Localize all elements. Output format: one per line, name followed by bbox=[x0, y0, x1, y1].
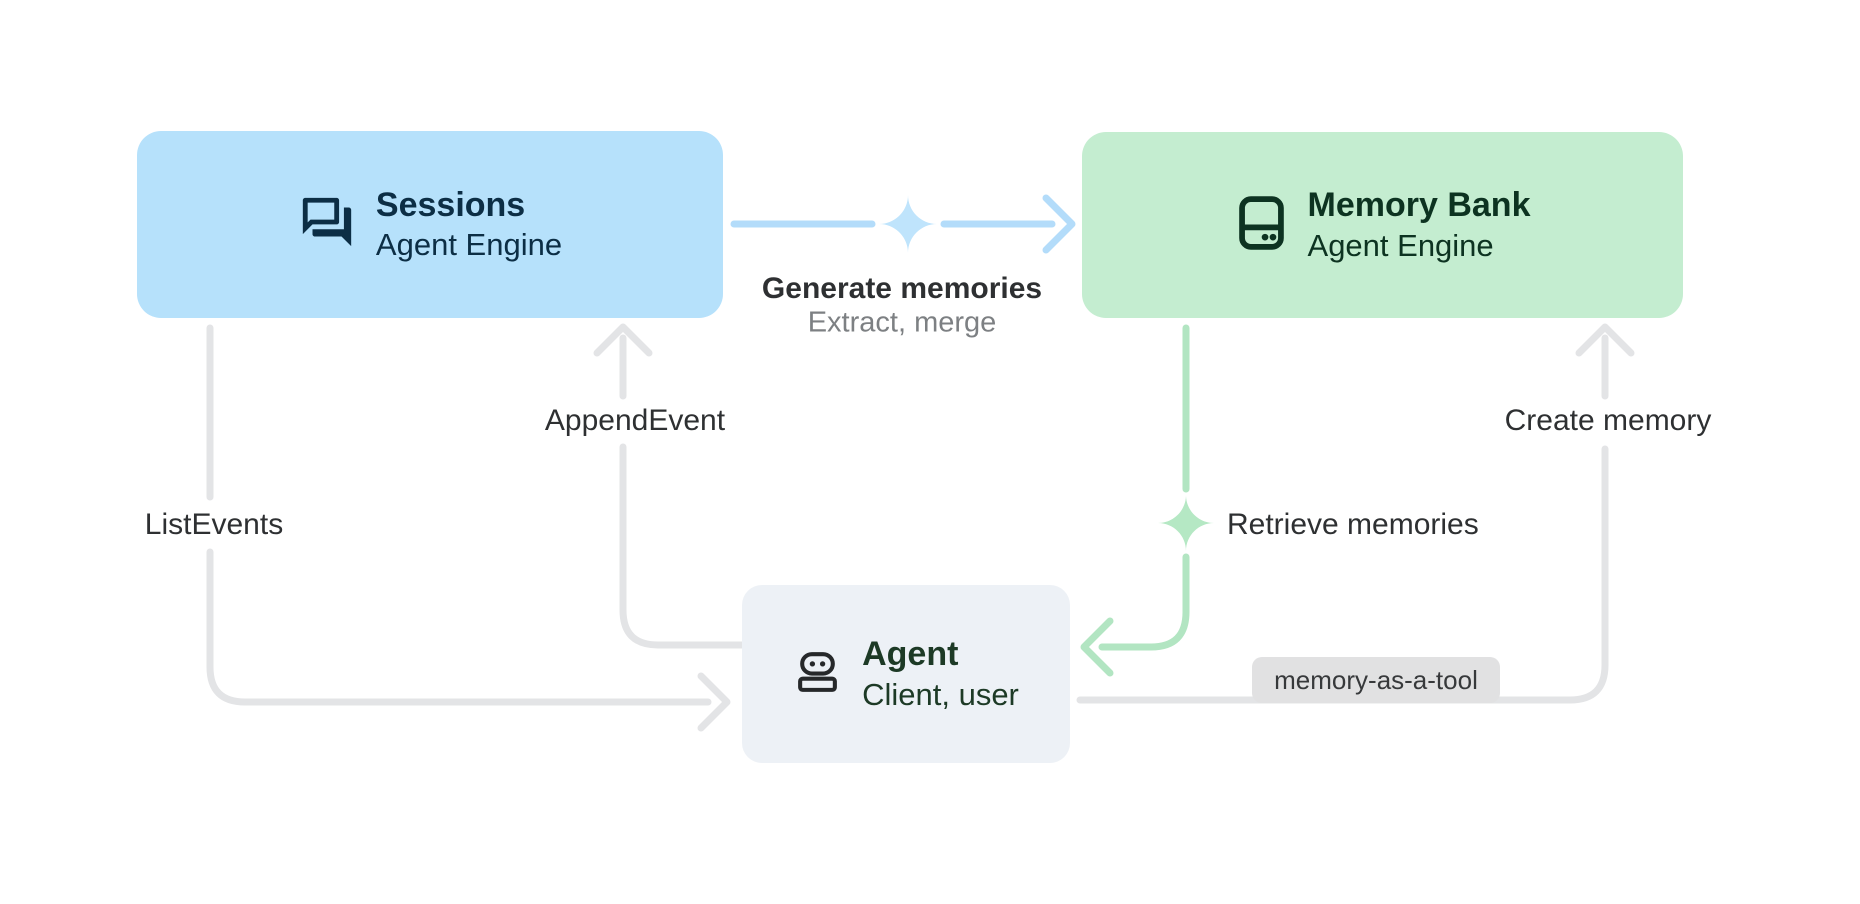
sessions-title: Sessions bbox=[375, 185, 526, 224]
retrieve-memories-arrowhead-icon bbox=[1080, 617, 1114, 677]
sessions-node: Sessions Agent Engine bbox=[137, 131, 723, 318]
gemini-sparkle-icon bbox=[879, 195, 938, 254]
agent-title: Agent bbox=[862, 635, 959, 674]
append-event-line-lower bbox=[619, 443, 746, 649]
storage-icon bbox=[1235, 194, 1288, 257]
memory-bank-subtitle: Agent Engine bbox=[1307, 227, 1494, 263]
append-event-label: AppendEvent bbox=[544, 404, 726, 437]
retrieve-memories-line-bottom bbox=[1098, 553, 1190, 651]
list-events-arrowhead-icon bbox=[697, 672, 731, 732]
chat-forum-icon bbox=[298, 193, 356, 256]
memory-as-a-tool-badge: memory-as-a-tool bbox=[1252, 657, 1500, 703]
create-memory-arrowhead-icon bbox=[1575, 323, 1635, 357]
create-memory-line-lower bbox=[1076, 445, 1609, 704]
append-event-arrowhead-icon bbox=[593, 323, 653, 357]
create-memory-label: Create memory bbox=[1504, 404, 1712, 437]
list-events-label: ListEvents bbox=[144, 508, 284, 541]
generate-memories-arrowhead-icon bbox=[1042, 194, 1076, 254]
gemini-sparkle-icon bbox=[1158, 495, 1214, 551]
memory-bank-node: Memory Bank Agent Engine bbox=[1082, 132, 1683, 318]
robot-icon bbox=[793, 647, 842, 701]
generate-memories-label: Generate memories bbox=[761, 272, 1043, 305]
agent-subtitle: Client, user bbox=[862, 676, 1019, 712]
list-events-line-lower bbox=[206, 548, 712, 706]
retrieve-memories-label: Retrieve memories bbox=[1227, 508, 1479, 541]
memory-bank-title: Memory Bank bbox=[1307, 186, 1531, 225]
sessions-subtitle: Agent Engine bbox=[375, 227, 563, 263]
generate-memories-sublabel: Extract, merge bbox=[807, 306, 997, 339]
agent-node: Agent Client, user bbox=[742, 585, 1070, 763]
